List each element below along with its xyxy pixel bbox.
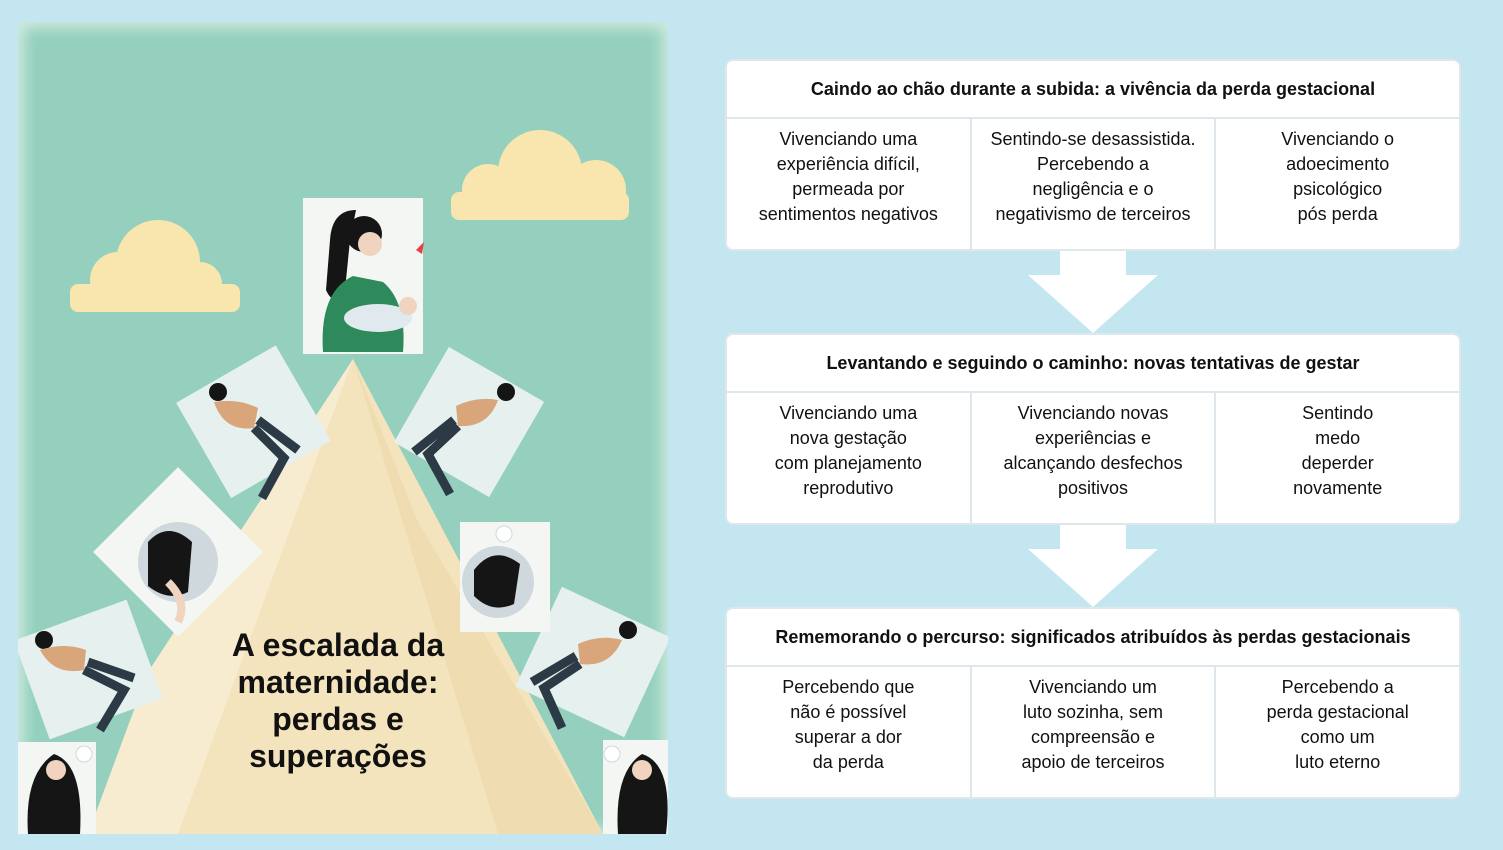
down-arrow-icon — [1028, 251, 1158, 333]
stage-cell: Percebendo que não é possível superar a … — [782, 677, 915, 772]
stage-cell: Vivenciando o adoecimento psicológico pó… — [1214, 119, 1459, 249]
stage-box-3: Rememorando o percurso: significados atr… — [725, 607, 1461, 799]
stage-cell: Sentindo-se desassistida. Percebendo a n… — [969, 119, 1215, 249]
grieving-woman-figure — [18, 742, 96, 834]
stage-cell: Vivenciando uma experiência difícil, per… — [758, 129, 938, 224]
illustration-title: A escalada da maternidade: perdas e supe… — [231, 627, 445, 774]
down-arrow-icon — [1028, 525, 1158, 607]
illustration-panel: A escalada da maternidade: perdas e supe… — [18, 22, 668, 834]
stage-cell: Vivenciando uma nova gestação com planej… — [774, 403, 922, 498]
climber-figure — [18, 599, 163, 740]
grieving-woman-figure — [460, 522, 550, 632]
mother-baby-picture — [303, 198, 424, 354]
cloud-icon — [451, 130, 629, 220]
climber-figure — [176, 345, 331, 501]
mountain-shape — [88, 359, 603, 834]
cloud-icon — [70, 220, 240, 312]
climber-figure — [515, 586, 668, 738]
stage-cell: Sentindo medo deperder novamente — [1214, 393, 1459, 523]
stage-title: Rememorando o percurso: significados atr… — [727, 609, 1459, 667]
stage-box-1: Caindo ao chão durante a subida: a vivên… — [725, 59, 1461, 251]
mountain-illustration — [18, 130, 668, 834]
stage-title: Levantando e seguindo o caminho: novas t… — [727, 335, 1459, 393]
stage-box-2: Levantando e seguindo o caminho: novas t… — [725, 333, 1461, 525]
stage-cell: Vivenciando novas experiências e alcança… — [969, 393, 1215, 523]
climber-figure — [393, 346, 545, 498]
stage-title: Caindo ao chão durante a subida: a vivên… — [727, 61, 1459, 119]
grieving-woman-figure — [603, 740, 668, 834]
stage-cell: Vivenciando um luto sozinha, sem compree… — [969, 667, 1215, 797]
stage-cell: Percebendo a perda gestacional como um l… — [1214, 667, 1459, 797]
